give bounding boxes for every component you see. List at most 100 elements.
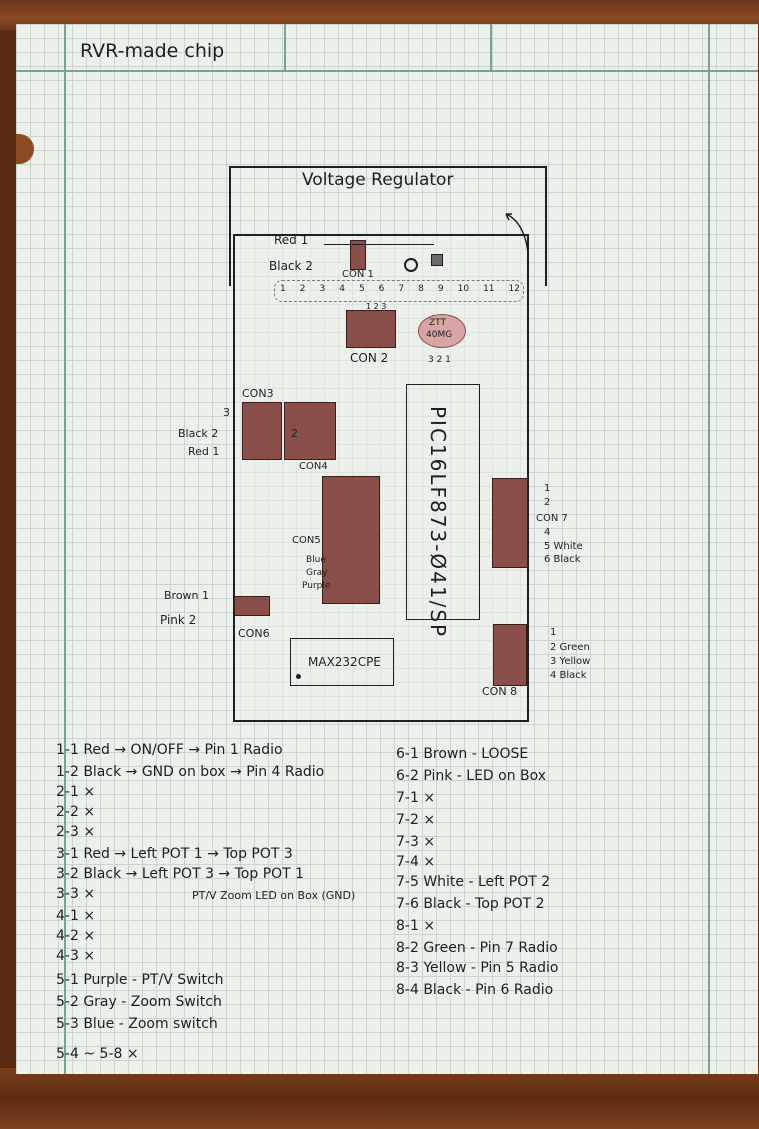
note-line: 7-4 × bbox=[396, 854, 436, 870]
con6-pin1-label: Brown 1 bbox=[164, 589, 210, 602]
con3-pin2-label: Black 2 bbox=[178, 427, 219, 440]
pin-number: 2 bbox=[299, 284, 306, 294]
note-line: 6-1 Brown - LOOSE bbox=[396, 746, 529, 762]
con8-pin: 4 Black bbox=[550, 670, 587, 681]
con1-trace bbox=[324, 244, 434, 245]
pin-number: 12 bbox=[508, 284, 520, 294]
max232-chip bbox=[290, 638, 394, 686]
note-line: 2-2 × bbox=[56, 804, 96, 820]
con3-connector bbox=[242, 402, 282, 460]
con1-pin1-label: Red 1 bbox=[274, 233, 309, 247]
header-divider bbox=[284, 24, 286, 70]
notes-sub-annotation: PT/V Zoom LED on Box (GND) bbox=[192, 889, 356, 902]
con5-label: CON5 bbox=[292, 535, 321, 546]
note-line: 1-1 Red → ON/OFF → Pin 1 Radio bbox=[56, 742, 283, 758]
note-line: 5-1 Purple - PT/V Switch bbox=[56, 972, 224, 988]
note-line: 2-1 × bbox=[56, 784, 96, 800]
con7-pin: 5 White bbox=[544, 541, 583, 552]
note-line: 2-3 × bbox=[56, 824, 96, 840]
con8-label: CON 8 bbox=[482, 685, 518, 698]
note-line: 8-3 Yellow - Pin 5 Radio bbox=[396, 960, 559, 976]
pin-number: 5 bbox=[358, 284, 365, 294]
curved-arrow-icon bbox=[505, 213, 529, 269]
pin-number: 10 bbox=[457, 284, 470, 294]
note-line: 1-2 Black → GND on box → Pin 4 Radio bbox=[56, 764, 325, 780]
note-line: 7-6 Black - Top POT 2 bbox=[396, 896, 545, 912]
con6-connector bbox=[234, 596, 270, 616]
con2-label: CON 2 bbox=[350, 351, 389, 365]
ztt-resonator bbox=[418, 314, 466, 348]
note-line: 4-1 × bbox=[56, 908, 96, 924]
margin-rule-right bbox=[708, 24, 710, 1074]
note-line: 7-2 × bbox=[396, 812, 436, 828]
max232-label: MAX232CPE bbox=[308, 655, 381, 669]
con5-connector bbox=[322, 476, 380, 604]
header-divider bbox=[490, 24, 492, 70]
note-line: 5-4 ~ 5-8 × bbox=[56, 1046, 139, 1062]
graph-paper-sheet: RVR-made chip Voltage Regulator Red 1 Bl… bbox=[16, 24, 758, 1074]
margin-rule-left bbox=[64, 24, 66, 1074]
binder-hole bbox=[16, 134, 34, 164]
con8-pin: 1 bbox=[550, 627, 557, 638]
ztt-code: 40MG bbox=[426, 330, 453, 340]
note-line: 3-2 Black → Left POT 3 → Top POT 1 bbox=[56, 866, 305, 882]
voltage-regulator-label: Voltage Regulator bbox=[302, 170, 454, 190]
con5-wire-blue: Blue bbox=[306, 555, 326, 565]
con2-connector bbox=[346, 310, 396, 348]
con3-pin1-label: Red 1 bbox=[188, 445, 220, 458]
pin-number: 9 bbox=[437, 284, 444, 294]
con2-pin-numbers: 1 2 3 bbox=[366, 302, 387, 311]
note-line: 4-2 × bbox=[56, 928, 96, 944]
con1-connector bbox=[350, 240, 366, 270]
ztt-pin-numbers: 3 2 1 bbox=[428, 355, 451, 365]
con4-label: CON4 bbox=[299, 461, 328, 472]
note-line: 6-2 Pink - LED on Box bbox=[396, 768, 547, 784]
note-line: 4-3 × bbox=[56, 948, 96, 964]
con4-connector bbox=[284, 402, 336, 460]
pin-header-outline bbox=[274, 280, 524, 302]
pin-header-numbers: 1 2 3 4 5 6 7 8 9 10 11 12 bbox=[280, 284, 520, 294]
pic-microcontroller bbox=[406, 384, 480, 620]
con6-label: CON6 bbox=[238, 627, 270, 640]
note-line: 8-1 × bbox=[396, 918, 436, 934]
con4-pin2-label: 2 bbox=[291, 427, 298, 440]
table-surface-bottom bbox=[0, 1068, 759, 1129]
con8-connector bbox=[493, 624, 527, 686]
pad-icon bbox=[431, 254, 443, 266]
ztt-label: ZTT bbox=[429, 318, 447, 328]
con7-pin: 2 bbox=[544, 497, 551, 508]
pic-label: PIC16LF873-Ø41/SP bbox=[426, 406, 450, 639]
pin-number: 3 bbox=[319, 284, 326, 294]
pin-number: 7 bbox=[398, 284, 405, 294]
note-line: 8-2 Green - Pin 7 Radio bbox=[396, 940, 558, 956]
note-line: 3-1 Red → Left POT 1 → Top POT 3 bbox=[56, 846, 293, 862]
note-line: 8-4 Black - Pin 6 Radio bbox=[396, 982, 554, 998]
con7-label: CON 7 bbox=[536, 513, 568, 524]
con7-connector bbox=[492, 478, 528, 568]
pin1-dot bbox=[296, 674, 301, 679]
con1-pin2-label: Black 2 bbox=[269, 259, 313, 273]
note-line: 5-3 Blue - Zoom switch bbox=[56, 1016, 218, 1032]
con6-pin2-label: Pink 2 bbox=[160, 613, 197, 627]
con7-pin: 6 Black bbox=[544, 554, 581, 565]
note-line: 7-3 × bbox=[396, 834, 436, 850]
page-title: RVR-made chip bbox=[80, 40, 225, 62]
note-line: 3-3 × bbox=[56, 886, 96, 902]
con1-label: CON 1 bbox=[342, 269, 374, 280]
note-line: 5-2 Gray - Zoom Switch bbox=[56, 994, 222, 1010]
con8-pin: 2 Green bbox=[550, 642, 590, 653]
note-line: 7-5 White - Left POT 2 bbox=[396, 874, 551, 890]
note-line: 7-1 × bbox=[396, 790, 436, 806]
pin-number: 8 bbox=[418, 284, 424, 294]
con8-pin: 3 Yellow bbox=[550, 656, 591, 667]
con5-wire-gray: Gray bbox=[306, 568, 328, 578]
pin-number: 11 bbox=[483, 284, 495, 294]
con3-label: CON3 bbox=[242, 387, 274, 400]
screw-terminal-icon bbox=[404, 258, 418, 272]
header-rule bbox=[16, 70, 758, 72]
pin-number: 4 bbox=[339, 284, 345, 294]
con7-pin: 1 bbox=[544, 483, 551, 494]
pin-number: 1 bbox=[280, 284, 286, 294]
voltage-regulator-outline bbox=[229, 166, 547, 286]
con5-wire-purple: Purple bbox=[302, 581, 331, 591]
